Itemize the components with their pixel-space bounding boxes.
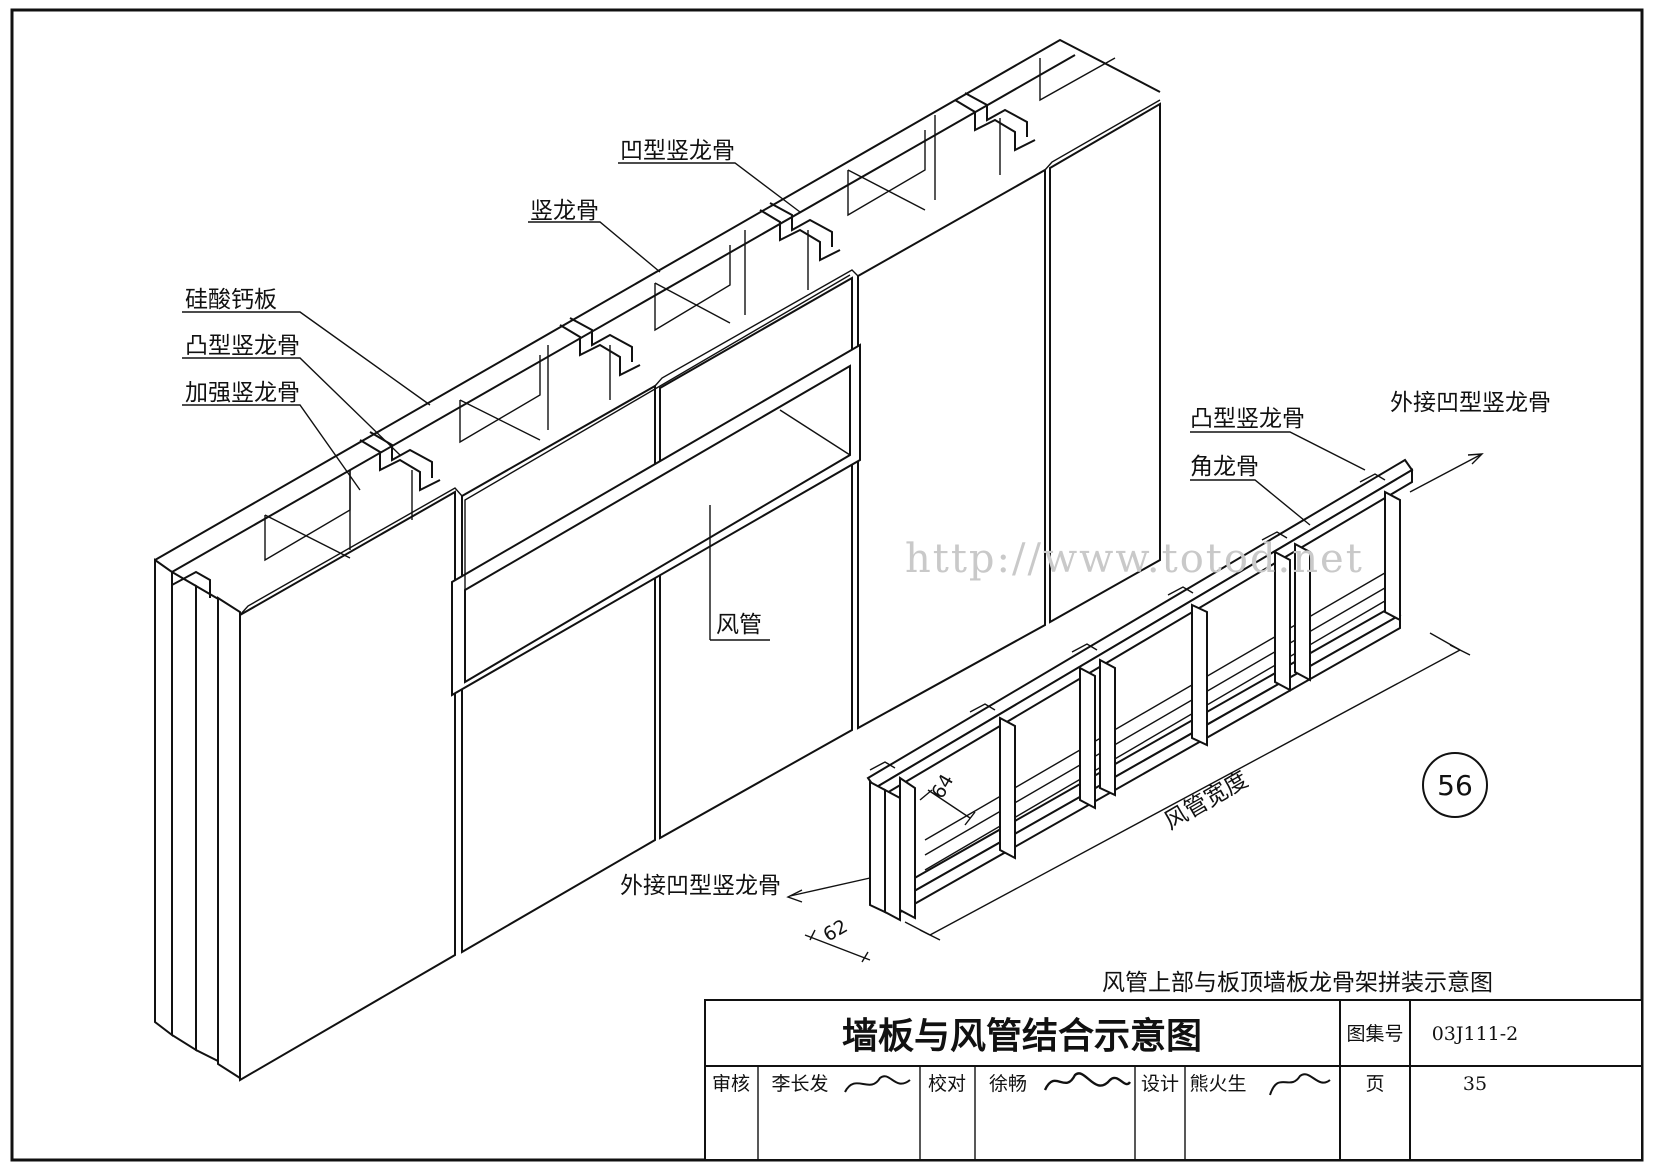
label-dim-62: 62 <box>820 915 852 946</box>
review-label: 审核 <box>712 1073 750 1095</box>
label-external-ao-stud-left: 外接凹型竖龙骨 <box>620 873 781 899</box>
wall-board-4 <box>857 168 1046 730</box>
drawing-title: 墙板与风管结合示意图 <box>842 1016 1202 1057</box>
page-label: 页 <box>1365 1073 1384 1095</box>
check-name: 徐畅 <box>989 1073 1027 1095</box>
design-name: 熊火生 <box>1189 1073 1246 1095</box>
detail-caption: 风管上部与板顶墙板龙骨架拼装示意图 <box>1102 970 1493 996</box>
design-signature <box>1269 1073 1331 1096</box>
watermark: http://www.totod.net <box>905 536 1364 582</box>
review-signature <box>844 1075 911 1093</box>
detail-number: 56 <box>1437 769 1473 802</box>
page-value: 35 <box>1463 1073 1487 1095</box>
detail-number-circle <box>1422 752 1488 818</box>
label-dim-64: 64 <box>927 771 958 803</box>
wall-board-5 <box>1049 102 1161 624</box>
label-corner-stud: 角龙骨 <box>1190 454 1259 480</box>
duct-top-frame-detail <box>866 458 1414 922</box>
label-calcium-silicate-board: 硅酸钙板 <box>185 287 277 313</box>
label-reinforced-stud: 加强竖龙骨 <box>185 380 300 406</box>
label-frame-tu-stud: 凸型竖龙骨 <box>1190 406 1305 432</box>
title-block <box>704 999 1643 1161</box>
label-duct: 风管 <box>716 612 762 638</box>
label-ao-stud-top: 凹型竖龙骨 <box>620 138 735 164</box>
check-signature <box>1043 1072 1132 1091</box>
wall-assembly <box>154 38 1161 1082</box>
leader-lines <box>182 162 801 641</box>
label-tu-stud: 凸型竖龙骨 <box>185 333 300 359</box>
label-stud: 竖龙骨 <box>530 198 599 224</box>
review-name: 李长发 <box>771 1073 828 1095</box>
atlas-label: 图集号 <box>1346 1023 1403 1045</box>
detail-dimensions <box>786 431 1484 963</box>
wall-board-1 <box>239 490 456 1082</box>
label-external-ao-stud-right: 外接凹型竖龙骨 <box>1390 390 1551 416</box>
check-label: 校对 <box>928 1073 966 1095</box>
atlas-value: 03J111-2 <box>1432 1023 1519 1045</box>
label-duct-width: 风管宽度 <box>1160 767 1253 836</box>
design-label: 设计 <box>1141 1073 1179 1095</box>
